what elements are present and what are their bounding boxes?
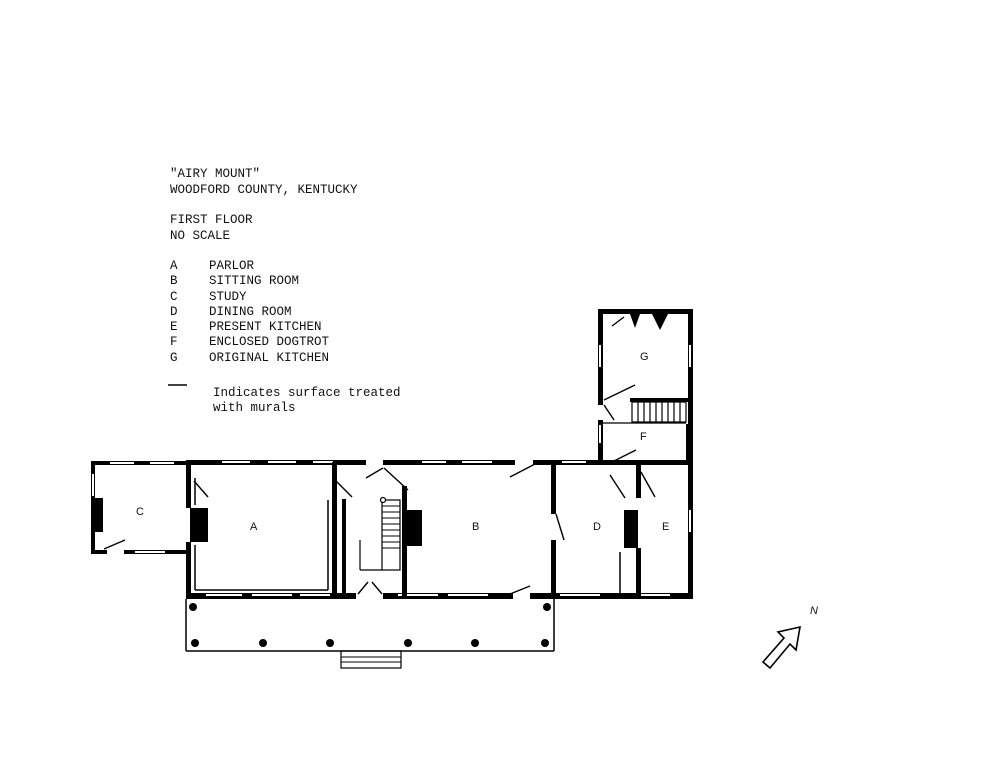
legend-name: SITTING ROOM bbox=[209, 274, 299, 288]
north-arrow: N bbox=[761, 605, 818, 670]
legend-key: B bbox=[170, 274, 178, 288]
legend-key: F bbox=[170, 335, 178, 349]
legend-key: A bbox=[170, 259, 178, 273]
mural-note-line: Indicates surface treated bbox=[213, 386, 401, 400]
plan-location: WOODFORD COUNTY, KENTUCKY bbox=[170, 183, 358, 197]
north-label: N bbox=[810, 605, 818, 617]
room-sitting bbox=[404, 462, 565, 599]
north-arrow-icon bbox=[761, 625, 801, 670]
room-dogtrot-original-kitchen bbox=[598, 309, 693, 465]
room-label-a: A bbox=[250, 521, 258, 533]
room-label-e: E bbox=[662, 521, 669, 533]
front-porch bbox=[185, 599, 555, 669]
room-labels: C A B D E F G bbox=[136, 351, 669, 533]
legend-name: DINING ROOM bbox=[209, 305, 292, 319]
south-wall bbox=[186, 593, 693, 599]
scale-label: NO SCALE bbox=[170, 229, 230, 243]
north-wall bbox=[186, 460, 613, 465]
room-parlor bbox=[186, 460, 337, 599]
central-hall bbox=[335, 467, 409, 599]
legend-key: D bbox=[170, 305, 178, 319]
room-label-f: F bbox=[640, 431, 647, 443]
room-dining-kitchen bbox=[609, 460, 693, 599]
legend-key: E bbox=[170, 320, 178, 334]
legend-name: ENCLOSED DOGTROT bbox=[209, 335, 330, 349]
room-label-b: B bbox=[472, 521, 479, 533]
legend-name: PRESENT KITCHEN bbox=[209, 320, 322, 334]
floor-plan: C A B D E F G bbox=[91, 309, 693, 669]
floor-label: FIRST FLOOR bbox=[170, 213, 253, 227]
room-legend: A PARLOR B SITTING ROOM C STUDY D DINING… bbox=[170, 259, 330, 365]
mural-note-line: with murals bbox=[213, 401, 296, 415]
legend-key: G bbox=[170, 351, 178, 365]
title-block: "AIRY MOUNT" WOODFORD COUNTY, KENTUCKY F… bbox=[170, 167, 358, 243]
legend-name: ORIGINAL KITCHEN bbox=[209, 351, 329, 365]
room-study bbox=[91, 461, 189, 554]
legend-name: PARLOR bbox=[209, 259, 255, 273]
plan-title: "AIRY MOUNT" bbox=[170, 167, 260, 181]
room-label-g: G bbox=[640, 351, 649, 363]
room-label-d: D bbox=[593, 521, 601, 533]
legend-key: C bbox=[170, 290, 178, 304]
legend-name: STUDY bbox=[209, 290, 247, 304]
mural-legend: Indicates surface treated with murals bbox=[168, 384, 401, 415]
room-label-c: C bbox=[136, 506, 144, 518]
